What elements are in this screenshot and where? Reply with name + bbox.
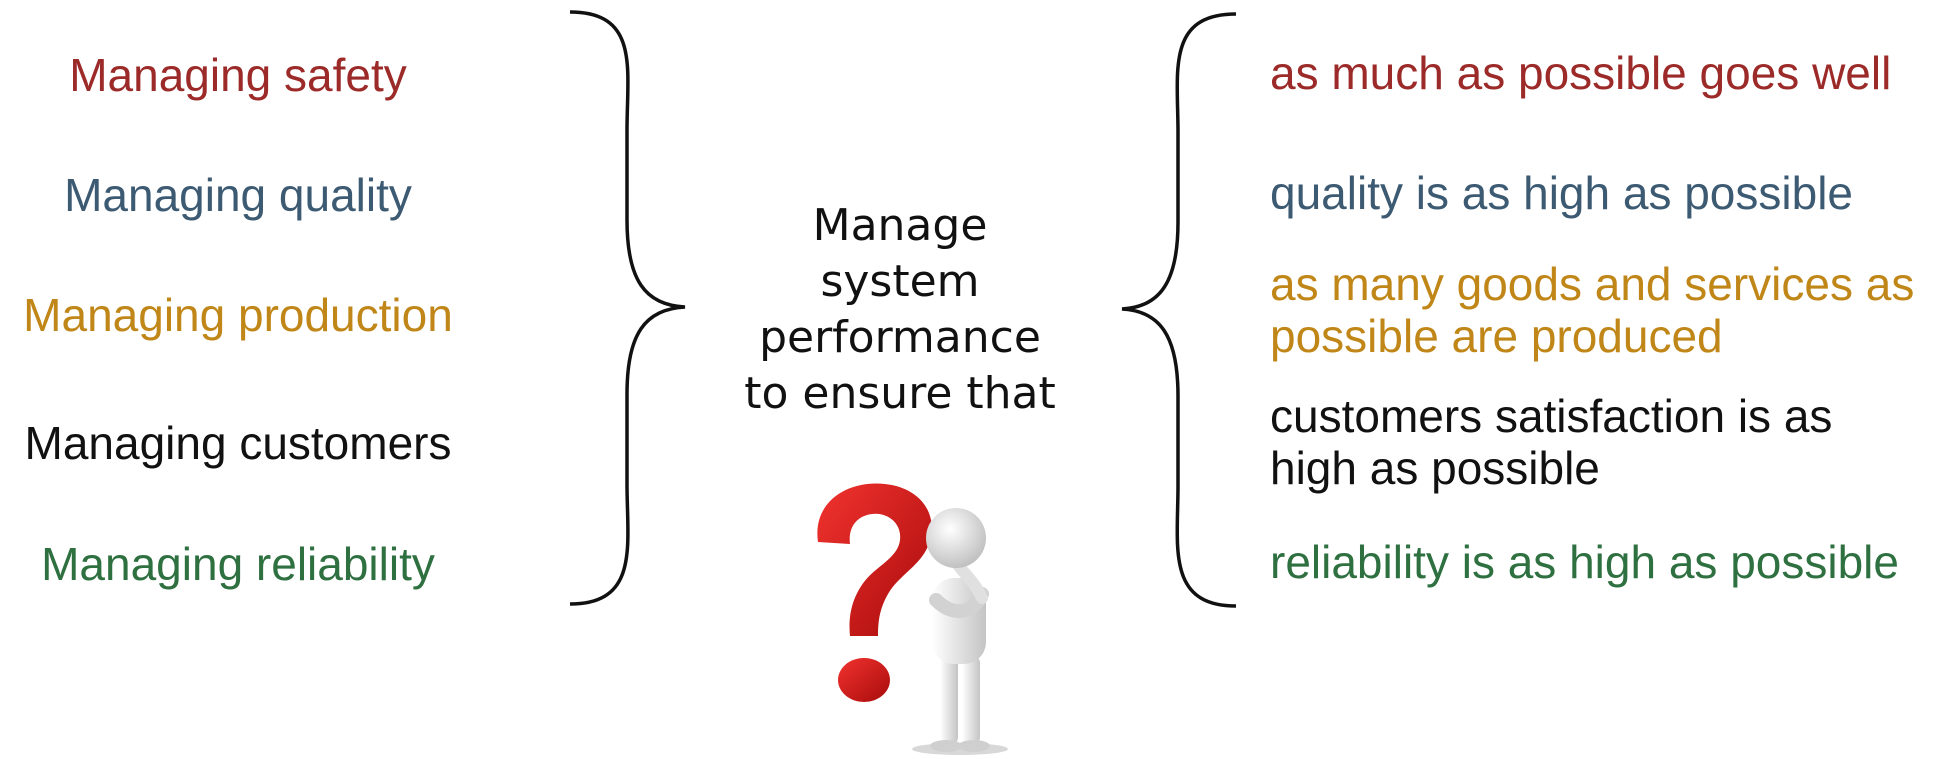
- right-item-line: high as possible: [1270, 442, 1600, 494]
- thinking-person-question-mark-icon: [817, 483, 1008, 755]
- right-item-line: possible are produced: [1270, 310, 1723, 362]
- center-statement: Manage system performance to ensure that: [744, 200, 1056, 419]
- right-item-reliability: reliability is as high as possible: [1270, 536, 1959, 588]
- left-item-customers: Managing customers: [24, 417, 452, 469]
- left-brace: [569, 10, 686, 606]
- left-item-reliability: Managing reliability: [41, 538, 435, 590]
- left-item-quality: Managing quality: [64, 169, 412, 221]
- right-brace: [1121, 12, 1237, 608]
- right-item-line: quality is as high as possible: [1270, 167, 1853, 219]
- right-item-line: as many goods and services as: [1270, 258, 1915, 310]
- right-item-line: as much as possible goes well: [1270, 47, 1892, 99]
- left-item-production: Managing production: [23, 289, 453, 341]
- left-item-safety: Managing safety: [69, 49, 407, 101]
- right-item-quality: quality is as high as possible: [1270, 167, 1959, 219]
- right-item-line: reliability is as high as possible: [1270, 536, 1899, 588]
- right-item-line: customers satisfaction is as: [1270, 390, 1833, 442]
- right-item-safety: as much as possible goes well: [1270, 47, 1959, 99]
